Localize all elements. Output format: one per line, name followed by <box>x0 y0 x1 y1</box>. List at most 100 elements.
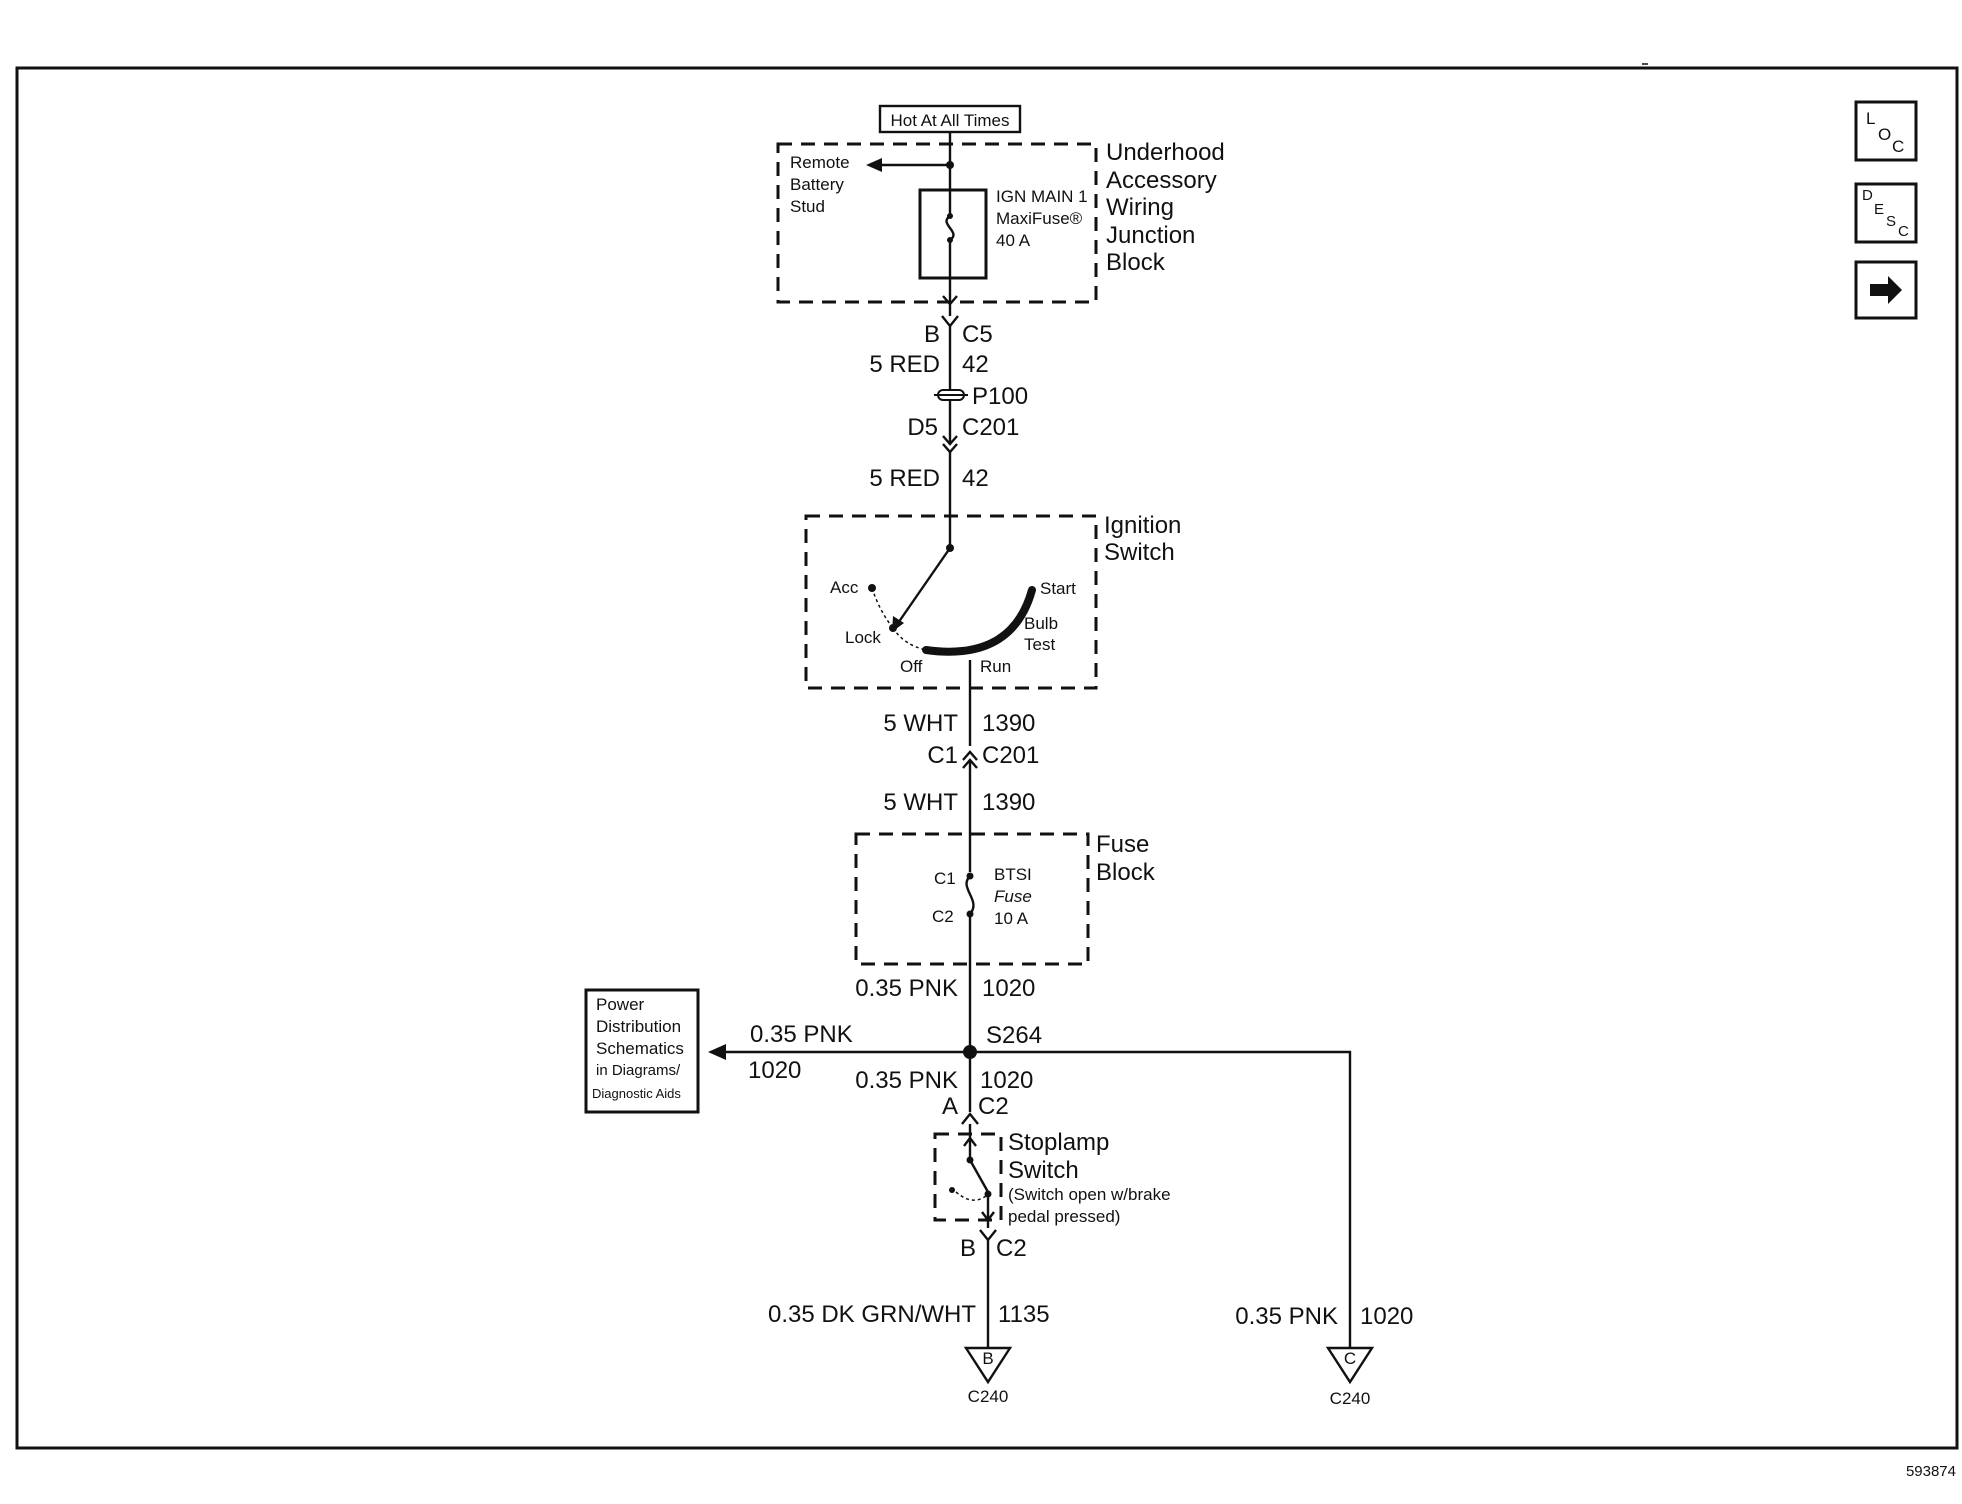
loc-button[interactable]: L O C <box>1854 100 1918 162</box>
stoplamp-open-dot <box>949 1187 955 1193</box>
fuse-block <box>854 832 1090 966</box>
svg-text:C: C <box>1892 137 1904 156</box>
stoplamp-switch-block <box>933 1132 1003 1222</box>
stoplamp-contact-arm <box>968 1159 990 1193</box>
wire-1020-right-branch <box>970 1050 1352 1348</box>
c2-a-pin-label: A <box>942 1093 958 1120</box>
svg-text:Test: Test <box>1024 635 1055 654</box>
svg-text:Battery: Battery <box>790 175 844 194</box>
svg-text:Wiring: Wiring <box>1106 194 1174 221</box>
terminal-c-connector: C240 <box>1330 1389 1371 1408</box>
wire-42-lower-circuit: 42 <box>962 465 989 492</box>
svg-text:Distribution: Distribution <box>596 1017 681 1036</box>
terminal-c-triangle-icon <box>1325 1346 1375 1385</box>
svg-text:Switch: Switch <box>1104 539 1175 566</box>
next-button[interactable] <box>1854 260 1918 320</box>
svg-text:Switch: Switch <box>1008 1157 1079 1184</box>
c201-connector-label: C201 <box>962 414 1019 441</box>
c201-pin-label: D5 <box>907 414 938 441</box>
power-distribution-ref-text: Power Distribution Schematics in Diagram… <box>592 995 684 1101</box>
fuse-block-title: Fuse Block <box>1096 831 1156 886</box>
page-frame <box>15 66 1959 1450</box>
svg-text:Stud: Stud <box>790 197 825 216</box>
svg-text:Junction: Junction <box>1106 222 1195 249</box>
connector-c2-a-icon <box>961 1112 979 1125</box>
wire-1390-lower-circuit: 1390 <box>982 789 1035 816</box>
wire-1135-circuit: 1135 <box>998 1301 1050 1328</box>
wire-1020-gauge: 0.35 PNK <box>855 975 958 1002</box>
p100-label: P100 <box>972 383 1028 410</box>
svg-text:(Switch open w/brake: (Switch open w/brake <box>1008 1185 1171 1204</box>
c2-b-pin-label: B <box>960 1235 976 1262</box>
fuse-c1-label: C1 <box>934 869 956 888</box>
arrow-down-icon <box>981 1211 995 1222</box>
svg-text:Block: Block <box>1106 249 1166 276</box>
svg-text:MaxiFuse®: MaxiFuse® <box>996 209 1083 228</box>
fuse-c2-label: C2 <box>932 907 954 926</box>
svg-text:Remote: Remote <box>790 153 850 172</box>
wire-42-upper-circuit: 42 <box>962 351 989 378</box>
ignition-wiper <box>895 547 951 627</box>
terminal-b-connector: C240 <box>968 1387 1009 1406</box>
terminal-c-c240[interactable]: C C240 <box>1325 1346 1375 1408</box>
arrow-left-icon <box>866 158 882 172</box>
svg-text:pedal pressed): pedal pressed) <box>1008 1207 1120 1226</box>
ignition-switch-block <box>804 514 1098 690</box>
svg-text:BTSI: BTSI <box>994 865 1032 884</box>
svg-text:Diagnostic Aids: Diagnostic Aids <box>592 1086 681 1101</box>
c2-a-connector-label: C2 <box>978 1093 1009 1120</box>
ignition-switch-title: Ignition Switch <box>1104 512 1181 566</box>
svg-text:Block: Block <box>1096 859 1156 886</box>
p100-passthrough-icon <box>934 389 968 401</box>
left-branch-circuit: 1020 <box>748 1057 801 1084</box>
terminal-c-letter: C <box>1344 1349 1356 1368</box>
svg-text:Ignition: Ignition <box>1104 512 1181 539</box>
desc-button[interactable]: D E S C <box>1854 182 1918 244</box>
svg-text:Underhood: Underhood <box>1106 139 1225 166</box>
terminal-b-letter: B <box>982 1349 993 1368</box>
underhood-block <box>776 142 1098 304</box>
svg-text:40 A: 40 A <box>996 231 1031 250</box>
stoplamp-dashed-path <box>955 1191 987 1201</box>
svg-text:in Diagrams/: in Diagrams/ <box>596 1062 681 1079</box>
c5-connector-label: C5 <box>962 321 993 348</box>
c201-c1-connector-label: C201 <box>982 742 1039 769</box>
svg-text:Fuse: Fuse <box>994 887 1032 906</box>
svg-text:O: O <box>1878 125 1891 144</box>
lock-off-dashed-path <box>892 627 927 651</box>
fuse-pin-dot <box>947 237 953 243</box>
acc-label: Acc <box>830 578 859 597</box>
svg-text:L: L <box>1866 109 1875 128</box>
figure-id: 593874 <box>1906 1463 1956 1480</box>
run-label: Run <box>980 657 1011 676</box>
right-arrow-icon <box>1870 276 1902 304</box>
arrow-up-icon <box>963 1136 977 1147</box>
acc-lock-dashed-path <box>871 587 894 629</box>
wire-1390-upper-gauge: 5 WHT <box>883 710 958 737</box>
fuse-pin-dot <box>947 213 953 219</box>
wire-42-upper-gauge: 5 RED <box>869 351 940 378</box>
left-branch-gauge: 0.35 PNK <box>750 1021 853 1048</box>
wire-1020-circuit: 1020 <box>982 975 1035 1002</box>
power-distribution-ref-box[interactable] <box>584 988 700 1114</box>
connector-c2-b-icon <box>979 1229 997 1242</box>
bulb-test-label: Bulb Test <box>1024 614 1058 654</box>
c201-c1-pin-label: C1 <box>927 742 958 769</box>
svg-text:Power: Power <box>596 995 645 1014</box>
wire-1390-lower-gauge: 5 WHT <box>883 789 958 816</box>
svg-text:Schematics: Schematics <box>596 1039 684 1058</box>
hot-label-box <box>878 104 1022 134</box>
terminal-b-c240[interactable]: B C240 <box>963 1346 1013 1406</box>
remote-battery-stud-label: Remote Battery Stud <box>790 153 850 216</box>
svg-text:Fuse: Fuse <box>1096 831 1149 858</box>
wire-1020-right-gauge: 0.35 PNK <box>1235 1303 1338 1330</box>
c5-pin-label: B <box>924 321 940 348</box>
stoplamp-note: (Switch open w/brake pedal pressed) <box>1008 1185 1171 1226</box>
svg-text:D: D <box>1862 187 1873 204</box>
btsi-fuse-icon <box>965 875 975 915</box>
svg-text:C: C <box>1898 223 1909 240</box>
stoplamp-title: Stoplamp Switch <box>1008 1129 1109 1184</box>
svg-text:S: S <box>1886 213 1896 230</box>
wire-1020-right-circuit: 1020 <box>1360 1303 1413 1330</box>
